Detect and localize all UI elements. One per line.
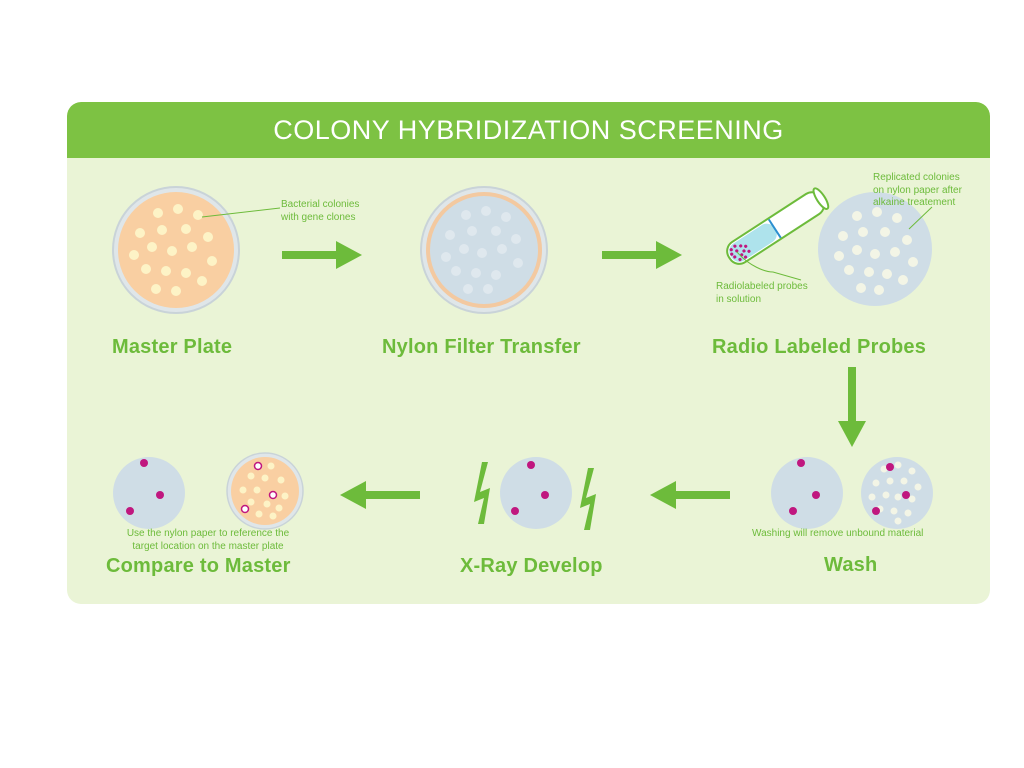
washing-note: Washing will remove unbound material	[752, 528, 924, 539]
step-nylon-filter-transfer: Nylon Filter Transfer	[382, 336, 581, 358]
compare-nylon-paper	[113, 457, 185, 529]
left-arrow-icon	[340, 481, 420, 509]
xray-film	[500, 457, 572, 529]
down-arrow-icon	[838, 367, 866, 447]
step-radio-labeled-probes: Radio Labeled Probes	[712, 336, 927, 358]
left-arrow-icon	[650, 481, 730, 509]
compare-master-plate	[226, 452, 304, 530]
step-compare-to-master: Compare to Master	[106, 555, 291, 577]
compare-note: Use the nylon paper to reference the tar…	[126, 528, 290, 552]
radiolabeled-probes-note: Radiolabeled probes in solution	[716, 281, 808, 305]
step-master-plate: Master Plate	[112, 336, 233, 358]
radiolabeled-probes-pointer	[736, 251, 802, 281]
wash-filter-colonies	[861, 457, 933, 529]
master-plate-dish	[112, 186, 240, 314]
diagram-title: COLONY HYBRIDIZATION SCREENING	[273, 115, 784, 145]
wash-filter-probes	[771, 457, 843, 529]
title-banner: COLONY HYBRIDIZATION SCREENING	[67, 102, 990, 158]
bacterial-colonies-pointer	[201, 207, 281, 218]
lightning-bolt-icon	[474, 462, 490, 524]
replicated-colonies-filter	[818, 192, 932, 306]
right-arrow-icon	[282, 241, 362, 269]
right-arrow-icon	[602, 241, 682, 269]
step-wash: Wash	[824, 554, 878, 576]
test-tube-icon	[726, 187, 830, 265]
bacterial-colonies-note: Bacterial colonies with gene clones	[281, 199, 360, 223]
replicated-colonies-pointer	[908, 206, 933, 230]
nylon-filter-dish	[420, 186, 548, 314]
lightning-bolt-icon	[580, 468, 596, 530]
step-xray-develop: X-Ray Develop	[460, 555, 603, 577]
replicated-colonies-note: Replicated colonies on nylon paper after…	[873, 172, 962, 208]
